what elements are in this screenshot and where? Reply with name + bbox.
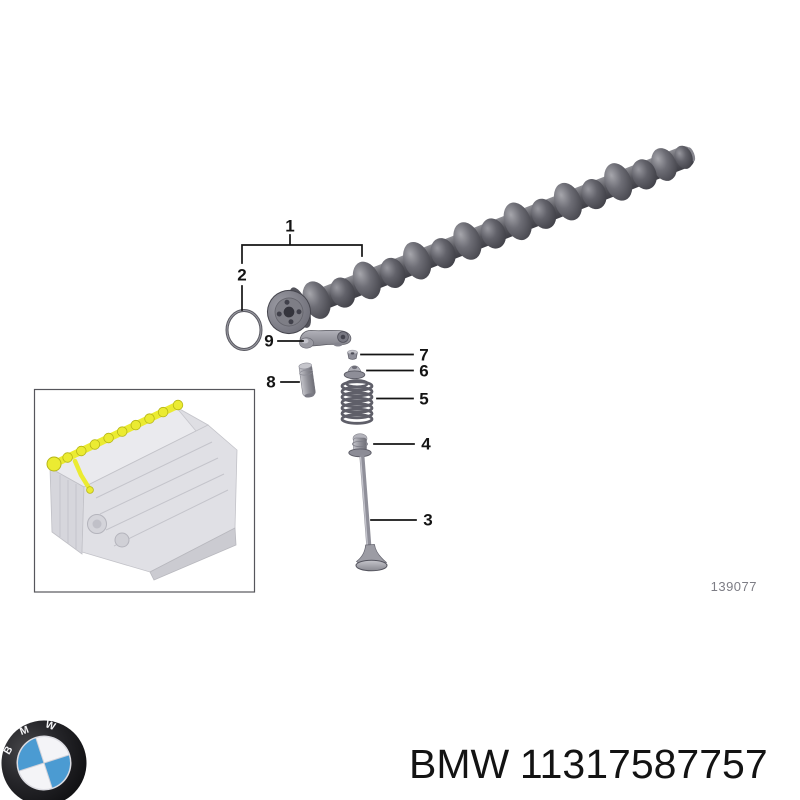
spring-retainer (343, 365, 366, 380)
callout-3: 3 (423, 510, 433, 530)
valve-stem-seal (348, 433, 372, 458)
leader-lines (241, 234, 417, 521)
bmw-logo: BMW (0, 710, 87, 800)
brand-text: BMW (409, 741, 510, 787)
callout-7: 7 (419, 345, 429, 365)
callout-9: 9 (264, 331, 274, 351)
callout-8: 8 (266, 372, 276, 392)
diagram-number: 139077 (710, 579, 757, 594)
rocker-arm (299, 329, 352, 349)
engine-box (33, 388, 256, 593)
callout-5: 5 (419, 389, 429, 409)
valve (355, 454, 388, 572)
valve-lifter (298, 362, 316, 398)
callout-2: 2 (237, 265, 247, 285)
camshaft-illustration (267, 145, 696, 334)
part-number-text: 11317587757 (519, 741, 768, 787)
callout-6: 6 (419, 361, 429, 381)
valve-keeper (347, 349, 358, 360)
highlighted-camshaft (46, 399, 184, 494)
o-ring (225, 309, 263, 351)
valve-spring (340, 379, 374, 425)
callout-1: 1 (285, 216, 295, 236)
logo-quadrants (18, 737, 70, 789)
callout-4: 4 (421, 434, 431, 454)
engine-thumbnail (46, 399, 238, 581)
